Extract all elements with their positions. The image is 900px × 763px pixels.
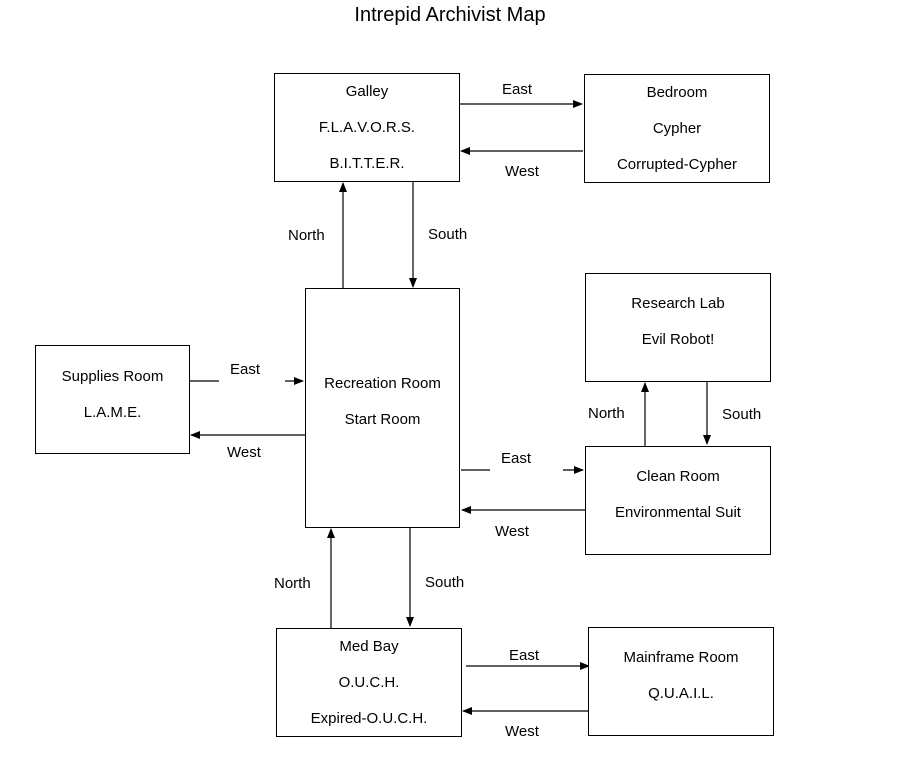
label-galley-bedroom-east: East [502,81,533,98]
room-item: Environmental Suit [615,504,741,521]
label-rec-clean-east: East [501,450,532,467]
room-recreation-room: Recreation Room Start Room [305,288,460,528]
label-clean-rec-west: West [495,523,529,540]
room-item: Start Room [344,411,421,428]
label-supplies-rec-east: East [230,361,261,378]
label-mainframe-medbay-west: West [505,723,539,740]
label-medbay-rec-north: North [274,575,311,592]
room-item: O.U.C.H. [338,674,400,691]
label-rec-medbay-south: South [425,574,465,591]
label-galley-rec-south: South [428,226,468,243]
label-rec-supplies-west: West [227,444,261,461]
room-name: Bedroom [646,84,708,101]
room-item: Expired-O.U.C.H. [310,710,428,727]
room-research-lab: Research Lab Evil Robot! [585,273,771,382]
room-name: Supplies Room [61,368,164,385]
room-bedroom: Bedroom Cypher Corrupted-Cypher [584,74,770,183]
room-name: Galley [345,83,389,100]
room-clean-room: Clean Room Environmental Suit [585,446,771,555]
room-name: Med Bay [339,638,399,655]
room-item: B.I.T.T.E.R. [329,155,405,172]
room-supplies-room: Supplies Room L.A.M.E. [35,345,190,454]
room-item: F.L.A.V.O.R.S. [318,119,416,136]
room-name: Clean Room [636,468,720,485]
label-research-clean-south: South [722,406,762,423]
room-item: Q.U.A.I.L. [648,685,714,702]
label-medbay-mainframe-east: East [509,647,540,664]
room-name: Research Lab [631,295,725,312]
room-med-bay: Med Bay O.U.C.H. Expired-O.U.C.H. [276,628,462,737]
label-clean-research-north: North [588,405,625,422]
room-galley: Galley F.L.A.V.O.R.S. B.I.T.T.E.R. [274,73,460,182]
label-rec-galley-north: North [288,227,325,244]
room-mainframe-room: Mainframe Room Q.U.A.I.L. [588,627,774,736]
room-item: L.A.M.E. [83,404,142,421]
room-name: Mainframe Room [623,649,739,666]
room-item: Evil Robot! [641,331,715,348]
room-name: Recreation Room [324,375,441,392]
diagram-title: Intrepid Archivist Map [354,4,546,26]
label-bedroom-galley-west: West [505,163,539,180]
room-item: Corrupted-Cypher [616,156,738,173]
room-item: Cypher [652,120,702,137]
